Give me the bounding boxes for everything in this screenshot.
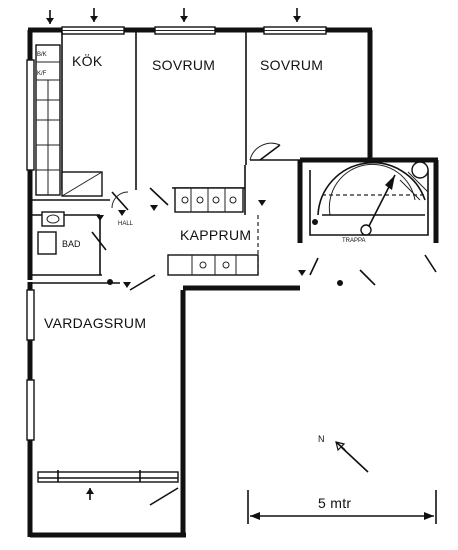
compass-label: N — [318, 434, 325, 444]
scale-bar: 5 mtr — [247, 490, 437, 524]
label-bad: BAD — [62, 239, 81, 249]
bathroom-fixtures — [37, 211, 65, 255]
doors — [91, 142, 437, 506]
label-appliance-kf: K/F — [37, 71, 47, 77]
label-kapprum: KAPPRUM — [180, 227, 251, 243]
label-sovrum-2: SOVRUM — [260, 57, 323, 73]
windows-left — [26, 59, 35, 441]
ventilation-arrow-bedroom2 — [293, 8, 301, 22]
label-sovrum-1: SOVRUM — [152, 57, 215, 73]
label-vardagsrum: VARDAGSRUM — [44, 315, 146, 331]
label-hall: HALL — [118, 221, 134, 227]
label-appliance-bk: B/K — [37, 52, 47, 58]
label-trappa: TRAPPA — [342, 238, 366, 244]
balcony — [37, 470, 179, 500]
label-kok: KÖK — [72, 52, 103, 69]
door-markers — [96, 200, 343, 288]
stairwell — [309, 161, 429, 236]
north-arrow: N — [318, 434, 369, 473]
ventilation-arrow-kitchen — [46, 8, 98, 24]
room-labels: KÖK SOVRUM SOVRUM BAD HALL KAPPRUM TRAPP… — [37, 52, 366, 331]
interior-walls — [30, 32, 300, 284]
kitchen-counter — [35, 44, 103, 197]
ventilation-arrow-bedroom1 — [180, 8, 188, 22]
scale-label: 5 mtr — [318, 495, 351, 511]
windows-top — [46, 8, 327, 35]
wardrobes — [181, 188, 237, 275]
